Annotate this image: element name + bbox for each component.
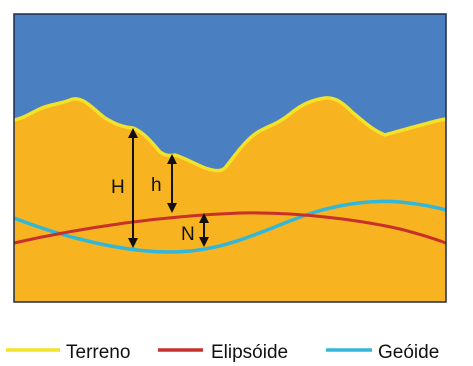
legend-item-elipsoide: Elipsóide: [158, 342, 288, 363]
legend-label-elipsoide: Elipsóide: [211, 342, 288, 363]
terrain-line: [13, 96, 447, 173]
legend-item-terreno: Terreno: [6, 342, 130, 363]
legend: Terreno Elipsóide Geóide: [6, 342, 439, 363]
legend-item-geoide: Geóide: [326, 342, 439, 363]
geoid-undulation-arrow: [199, 213, 209, 247]
label-N: N: [181, 224, 195, 245]
label-H: H: [111, 177, 125, 198]
geoid-line: [13, 199, 447, 254]
ellipsoid-line: [13, 211, 447, 245]
legend-label-geoide: Geóide: [378, 342, 439, 363]
terrain-area: [14, 97, 446, 302]
ellipsoidal-height-arrow: [167, 154, 177, 213]
label-h: h: [151, 175, 162, 196]
legend-label-terreno: Terreno: [66, 342, 130, 363]
diagram-frame: [13, 13, 447, 303]
orthometric-height-arrow: [128, 128, 138, 248]
